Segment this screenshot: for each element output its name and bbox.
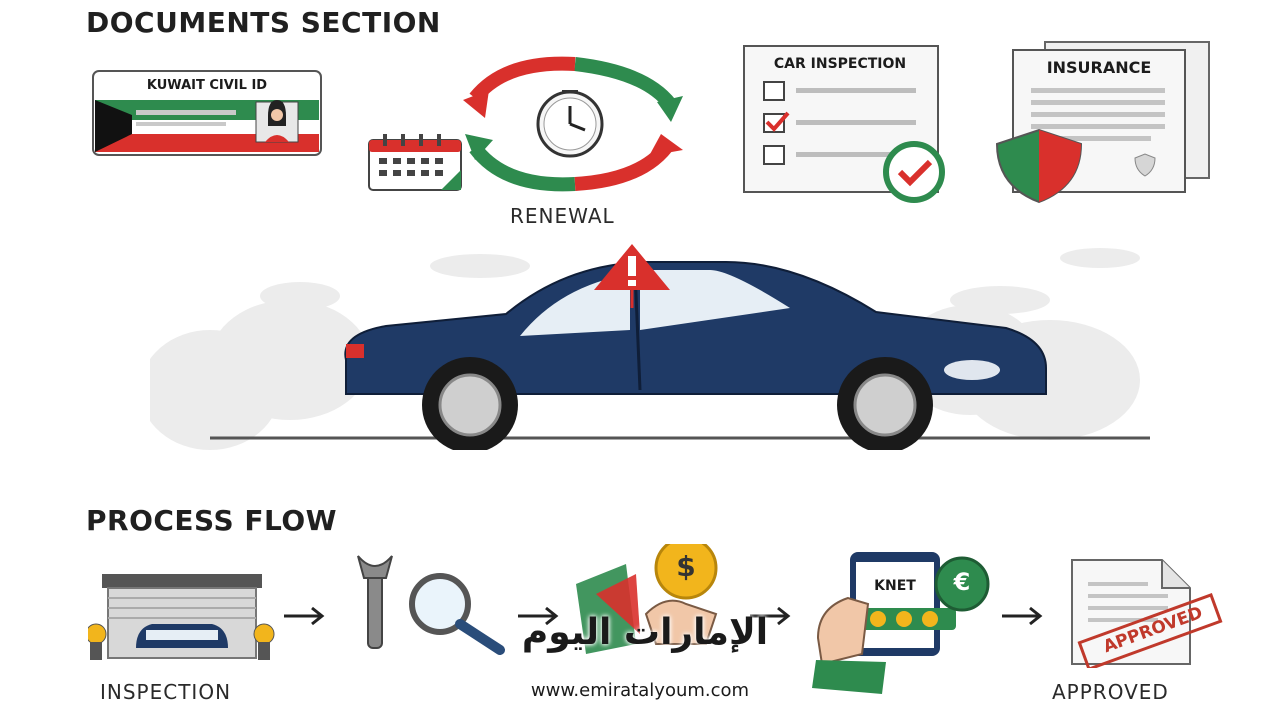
warning-icon xyxy=(592,242,672,312)
approved-step-label: APPROVED xyxy=(1052,680,1169,704)
car-illustration xyxy=(150,240,1150,450)
flow-arrow-icon xyxy=(282,606,326,626)
kuwait-civil-id-card: KUWAIT CIVIL ID xyxy=(92,70,322,156)
payment-coin-icon: $ xyxy=(566,544,736,654)
knet-phone-icon: KNET € xyxy=(806,548,1002,698)
dollar-symbol: $ xyxy=(676,550,696,583)
renewal-label: RENEWAL xyxy=(510,204,615,228)
euro-symbol: € xyxy=(953,568,971,596)
flow-arrow-icon xyxy=(1000,606,1044,626)
renewal-cycle-graphic xyxy=(365,52,695,197)
insurance-title: INSURANCE xyxy=(1046,58,1152,77)
civil-id-title: KUWAIT CIVIL ID xyxy=(146,78,268,93)
garage-inspection-icon xyxy=(88,572,278,662)
knet-label: KNET xyxy=(874,578,916,594)
wrench-magnifier-icon xyxy=(352,550,512,660)
insurance-document: INSURANCE xyxy=(995,40,1215,205)
watermark-url: www.emiratalyoum.com xyxy=(530,680,750,701)
watermark-arabic: الإمارات اليوم xyxy=(521,612,769,653)
car-inspection-title: CAR INSPECTION xyxy=(773,56,907,72)
car-inspection-document: CAR INSPECTION xyxy=(742,44,962,204)
inspection-step-label: INSPECTION xyxy=(100,680,232,704)
documents-section-heading: DOCUMENTS SECTION xyxy=(86,6,441,39)
flow-arrow-icon xyxy=(516,606,560,626)
process-flow-heading: PROCESS FLOW xyxy=(86,504,338,537)
flow-arrow-icon xyxy=(748,606,792,626)
approved-document-icon: APPROVED xyxy=(1068,556,1228,668)
